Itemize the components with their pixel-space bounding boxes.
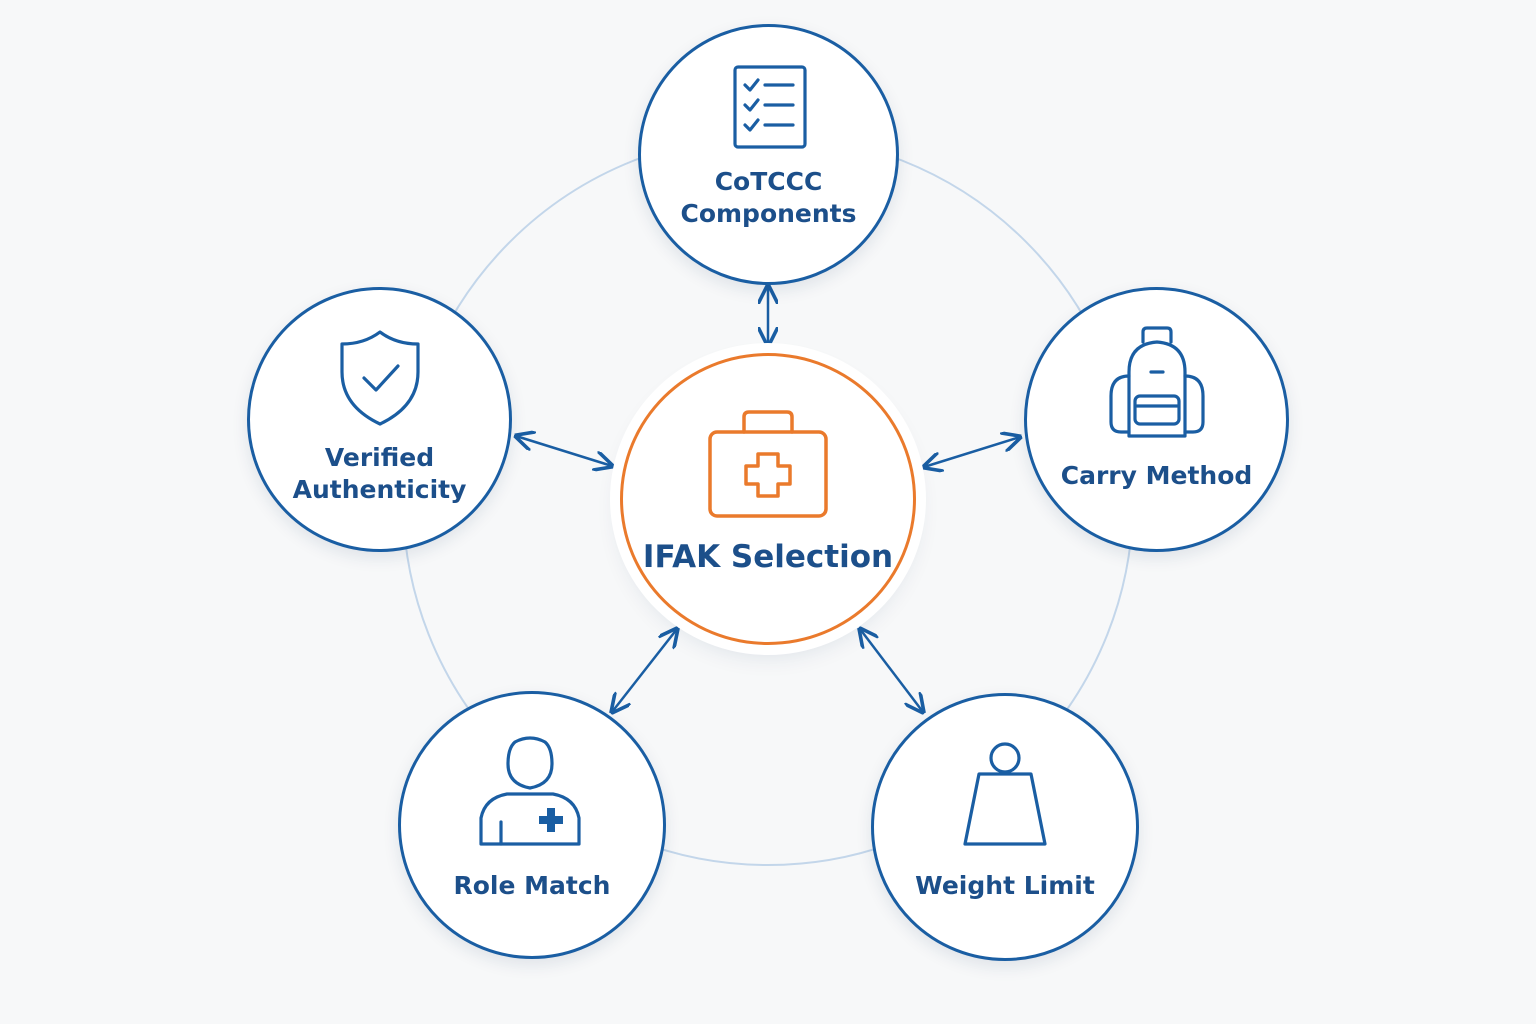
- connector-weight: [860, 629, 923, 712]
- node-weight-limit[interactable]: Weight Limit: [871, 693, 1139, 961]
- medic-person-icon: [479, 736, 581, 846]
- center-node-ifak-selection[interactable]: IFAK Selection: [620, 353, 916, 645]
- node-verified-authenticity[interactable]: Verified Authenticity: [247, 287, 512, 552]
- first-aid-kit-icon: [708, 410, 828, 518]
- backpack-icon: [1108, 326, 1205, 438]
- weight-icon: [963, 742, 1047, 846]
- center-node-label: IFAK Selection: [642, 539, 894, 575]
- node-role-label: Role Match: [453, 871, 611, 900]
- node-cotccc-label: CoTCCC Components: [680, 167, 857, 228]
- connector-verified: [516, 436, 612, 466]
- node-cotccc-components[interactable]: CoTCCC Components: [638, 24, 899, 285]
- node-carry-label: Carry Method: [1060, 461, 1253, 490]
- node-carry-method[interactable]: Carry Method: [1024, 287, 1289, 552]
- connector-carry: [924, 437, 1020, 467]
- connector-role: [612, 629, 677, 712]
- node-role-match[interactable]: Role Match: [398, 691, 666, 959]
- node-weight-label: Weight Limit: [915, 871, 1095, 900]
- node-verified-label: Verified Authenticity: [292, 443, 467, 504]
- shield-check-icon: [339, 330, 420, 426]
- checklist-icon: [732, 65, 807, 149]
